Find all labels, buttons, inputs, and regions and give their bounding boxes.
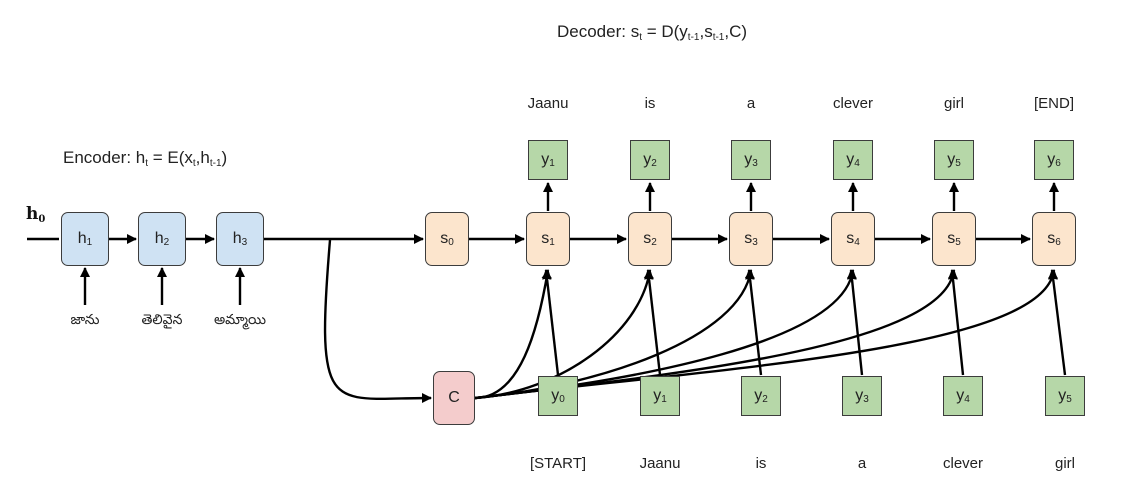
input-word-6: girl <box>1054 455 1075 472</box>
encoder-input-word-1: జాను <box>70 311 100 327</box>
output-word-6: [END] <box>1033 95 1074 112</box>
input-word-1: [START] <box>529 455 587 472</box>
encoder-equation: Encoder: ht = E(xt,ht-1) <box>63 148 228 169</box>
output-word-2: is <box>644 95 656 112</box>
edge-input5-s6 <box>1048 269 1067 376</box>
edge-input2-s3 <box>745 269 763 376</box>
initial-hidden-state-label: h0 <box>26 204 46 225</box>
input-word-3: is <box>755 455 767 472</box>
output-word-5: girl <box>943 95 964 112</box>
edge-context-s6 <box>474 269 1058 400</box>
edge-h3-context <box>323 239 432 404</box>
context-vector-node: C <box>433 371 475 425</box>
input-word-2: Jaanu <box>639 455 681 472</box>
edge-input4-s5 <box>947 269 965 376</box>
encoder-input-word-2: తెలివైన <box>141 311 183 327</box>
edge-input3-s4 <box>846 269 864 376</box>
output-word-1: Jaanu <box>527 95 569 112</box>
output-word-3: a <box>746 95 756 112</box>
output-word-4: clever <box>832 95 873 112</box>
input-word-4: a <box>857 455 867 472</box>
edge-input1-s2 <box>644 269 662 376</box>
decoder-equation: Decoder: st = D(yt-1,st-1,C) <box>557 22 748 43</box>
encoder-input-word-3: అమ్మాయి <box>213 311 267 327</box>
input-word-5: clever <box>942 455 983 472</box>
edge-input0-s1 <box>542 269 560 376</box>
